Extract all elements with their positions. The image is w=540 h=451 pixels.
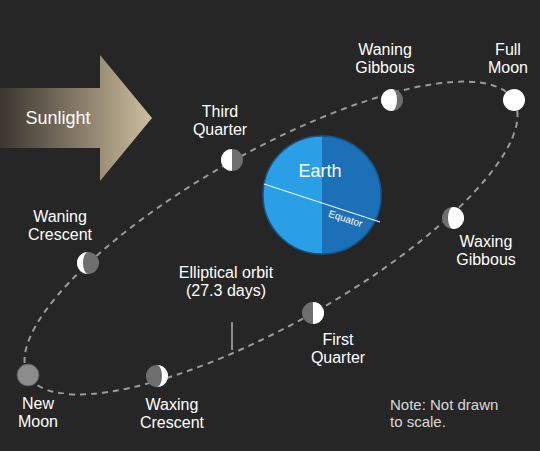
phase-label: New Moon <box>10 394 66 433</box>
phase-label: First Quarter <box>306 330 370 369</box>
moon-phase: Full Moon <box>480 40 536 79</box>
moon-first-quarter <box>302 302 324 324</box>
earth-label: Earth <box>298 161 341 182</box>
leader-line <box>231 322 233 350</box>
moon-waning-crescent <box>77 252 99 274</box>
moon-phase: New Moon <box>10 394 66 433</box>
moon-third-quarter <box>221 149 243 171</box>
moon-new <box>17 364 39 386</box>
moon-phase: Waxing Crescent <box>133 395 211 434</box>
earth-shape <box>262 135 382 255</box>
moon-phase: Waning Gibbous <box>349 40 421 79</box>
moon-waning-gibbous <box>381 89 403 111</box>
phase-label: Waxing Gibbous <box>449 232 523 271</box>
phase-label: Full Moon <box>480 40 536 79</box>
moon-waxing-crescent <box>146 365 168 387</box>
sunlight-arrow: Sunlight <box>0 55 152 181</box>
phase-label: Waning Crescent <box>21 207 99 246</box>
sunlight-label: Sunlight <box>25 108 90 129</box>
moon-phase: First Quarter <box>306 330 370 369</box>
orbit-path <box>0 26 540 450</box>
moon-waxing-gibbous <box>442 207 464 229</box>
phase-label: Waning Gibbous <box>349 40 421 79</box>
moon-full <box>503 89 525 111</box>
moon-phase: Waning Crescent <box>21 207 99 246</box>
moon-phase: Waxing Gibbous <box>449 232 523 271</box>
earth-circle: EarthEquator <box>262 135 382 255</box>
phase-label: Third Quarter <box>188 102 252 141</box>
moon-phase: Third Quarter <box>188 102 252 141</box>
orbit-label: Elliptical orbit (27.3 days) <box>164 264 288 301</box>
phase-label: Waxing Crescent <box>133 395 211 434</box>
note-label: Note: Not drawn to scale. <box>390 396 508 431</box>
